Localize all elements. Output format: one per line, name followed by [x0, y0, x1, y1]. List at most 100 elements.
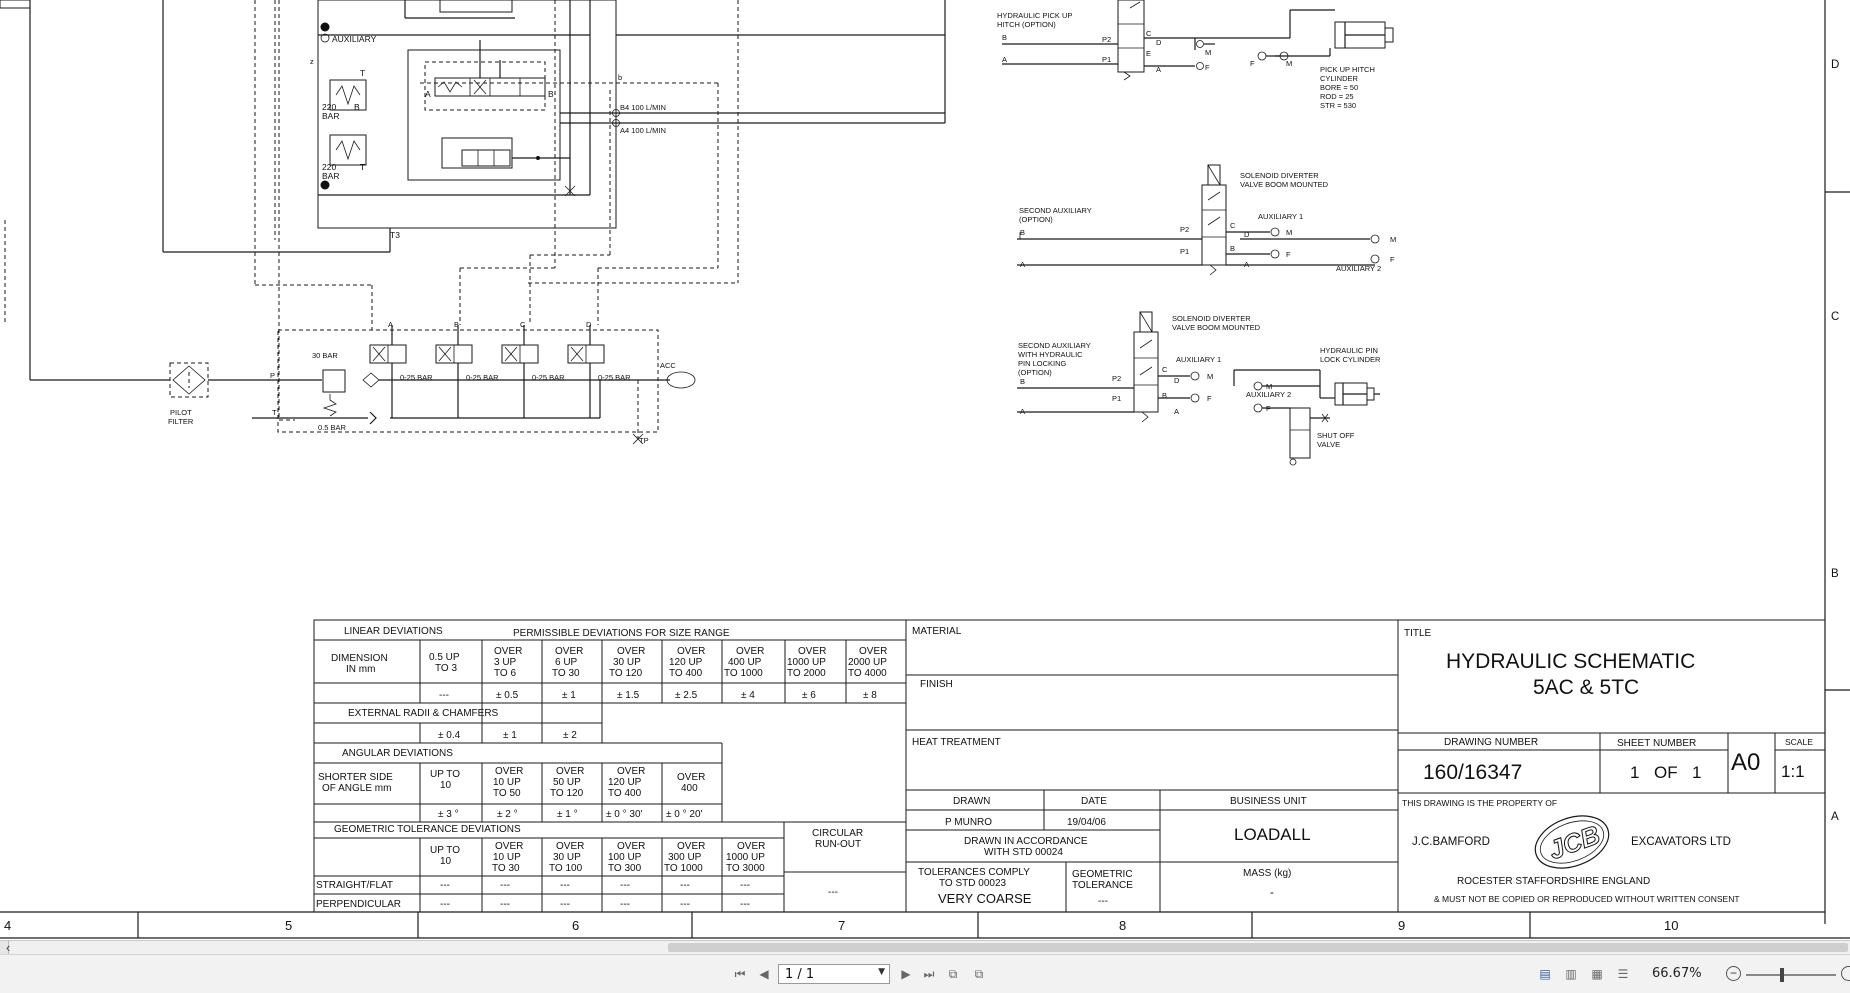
zoom-out-icon[interactable]: − [1726, 966, 1741, 981]
svg-text:J.C.BAMFORD: J.C.BAMFORD [1412, 836, 1490, 848]
svg-text:FILTER: FILTER [168, 417, 194, 426]
svg-text:B: B [354, 102, 360, 112]
continuous-view-icon[interactable]: ▥ [1565, 967, 1577, 981]
svg-text:PERMISSIBLE DEVIATIONS FOR SIZ: PERMISSIBLE DEVIATIONS FOR SIZE RANGE [513, 628, 730, 639]
svg-text:120 UP: 120 UP [608, 777, 642, 788]
col-8: 8 [1119, 918, 1126, 933]
svg-text:TO 3: TO 3 [435, 663, 457, 674]
svg-text:OVER: OVER [495, 766, 523, 777]
zone-d: D [1831, 59, 1839, 71]
zoom-level[interactable]: 66.67% [1652, 966, 1702, 981]
svg-text:---: --- [740, 880, 750, 891]
svg-text:B: B [548, 89, 554, 99]
svg-text:THIS DRAWING IS THE PROPERTY O: THIS DRAWING IS THE PROPERTY OF [1402, 798, 1557, 808]
svg-text:---: --- [440, 880, 450, 891]
svg-text:± 1 °: ± 1 ° [557, 809, 578, 820]
col-10: 10 [1664, 918, 1678, 933]
svg-text:120 UP: 120 UP [669, 657, 703, 668]
pilot-manifold: PILOT FILTER P T 30 BAR 0.5 BAR ACC TP [30, 329, 696, 445]
page-number-input[interactable]: 1 / 1 ▼ [778, 964, 890, 984]
svg-text:C: C [1230, 221, 1236, 230]
heat-treatment-label: HEAT TREATMENT [912, 737, 1001, 748]
svg-text:100 UP: 100 UP [608, 852, 642, 863]
chevron-down-icon[interactable]: ▼ [878, 967, 885, 977]
svg-text:HYDRAULIC PICK UP: HYDRAULIC PICK UP [997, 11, 1072, 20]
svg-text:± 0.4: ± 0.4 [438, 730, 461, 741]
svg-text:TO 30: TO 30 [492, 863, 520, 874]
previous-view-icon[interactable]: ⧉ [948, 966, 958, 981]
svg-text:2000 UP: 2000 UP [848, 657, 887, 668]
scroll-corner [0, 941, 9, 954]
svg-text:UP TO: UP TO [430, 845, 460, 856]
svg-text:DRAWN: DRAWN [953, 796, 990, 807]
svg-text:M: M [1390, 235, 1396, 244]
first-page-icon[interactable]: ⏮ [734, 966, 746, 981]
svg-text:& MUST NOT BE COPIED OR REPROD: & MUST NOT BE COPIED OR REPRODUCED WITHO… [1434, 894, 1740, 904]
svg-text:SCALE: SCALE [1785, 737, 1813, 747]
svg-text:BUSINESS UNIT: BUSINESS UNIT [1230, 796, 1307, 807]
scroll-left-arrow-icon[interactable]: ‹ [6, 940, 11, 955]
svg-text:10: 10 [440, 856, 452, 867]
svg-text:400 UP: 400 UP [728, 657, 762, 668]
title-block: MATERIAL FINISH HEAT TREATMENT DRAWN DAT… [905, 619, 1826, 913]
svg-text:± 0 ° 30': ± 0 ° 30' [606, 809, 643, 820]
svg-text:STRAIGHT/FLAT: STRAIGHT/FLAT [316, 880, 393, 891]
svg-text:(OPTION): (OPTION) [1018, 368, 1052, 377]
svg-text:TITLE: TITLE [1404, 628, 1432, 639]
last-page-icon[interactable]: ⏭ [923, 966, 935, 981]
svg-text:± 2.5: ± 2.5 [675, 690, 698, 701]
svg-text:P2: P2 [1180, 225, 1189, 234]
svg-text:0.5 BAR: 0.5 BAR [318, 423, 347, 432]
next-page-icon[interactable]: ▶ [901, 967, 911, 981]
svg-text:M: M [1207, 372, 1213, 381]
svg-text:z: z [310, 57, 314, 66]
svg-text:DRAWING NUMBER: DRAWING NUMBER [1444, 737, 1538, 748]
svg-text:MASS (kg): MASS (kg) [1243, 868, 1291, 879]
svg-text:± 1.5: ± 1.5 [617, 690, 640, 701]
pickup-hitch-circuit: HYDRAULIC PICK UP HITCH (OPTION) B A P2 … [997, 0, 1394, 110]
horizontal-scrollbar[interactable]: ‹ [0, 940, 1850, 955]
svg-text:CIRCULAR: CIRCULAR [812, 828, 863, 839]
svg-text:SHORTER SIDE: SHORTER SIDE [318, 772, 393, 783]
svg-text:DIMENSION: DIMENSION [331, 653, 388, 664]
svg-text:B4 100 L/MIN: B4 100 L/MIN [620, 103, 666, 112]
svg-text:JCB: JCB [1545, 819, 1604, 865]
svg-text:T: T [272, 408, 277, 417]
single-page-view-icon[interactable]: ▤ [1539, 967, 1551, 981]
svg-text:OVER: OVER [859, 646, 887, 657]
svg-text:P1: P1 [1112, 394, 1121, 403]
svg-text:TO 6: TO 6 [494, 668, 516, 679]
svg-text:OVER: OVER [556, 766, 584, 777]
svg-text:6 UP: 6 UP [555, 657, 578, 668]
svg-text:TO 120: TO 120 [550, 788, 584, 799]
svg-text:P1: P1 [1102, 55, 1111, 64]
svg-text:SECOND AUXILIARY: SECOND AUXILIARY [1019, 206, 1092, 215]
svg-text:50 UP: 50 UP [553, 777, 581, 788]
zoom-slider[interactable] [1746, 968, 1836, 982]
svg-text:BORE = 50: BORE = 50 [1320, 83, 1358, 92]
svg-text:BAR: BAR [322, 111, 339, 121]
svg-text:TO 3000: TO 3000 [726, 863, 765, 874]
svg-text:± 0 ° 20': ± 0 ° 20' [666, 809, 703, 820]
drawing-subtitle: 5AC & 5TC [1533, 676, 1639, 699]
svg-text:TO 400: TO 400 [608, 788, 642, 799]
col-7: 7 [838, 918, 845, 933]
svg-text:AUXILIARY 1: AUXILIARY 1 [1176, 355, 1221, 364]
svg-text:A: A [1002, 55, 1007, 64]
scroll-thumb[interactable] [668, 943, 1848, 952]
svg-text:TO 30: TO 30 [552, 668, 580, 679]
scale-value: 1:1 [1781, 762, 1805, 781]
previous-page-icon[interactable]: ◀ [759, 967, 769, 981]
next-view-icon[interactable]: ⧉ [974, 966, 984, 981]
svg-text:10 UP: 10 UP [493, 852, 521, 863]
zoom-in-icon[interactable] [1841, 966, 1850, 981]
two-page-view-icon[interactable]: ▦ [1591, 967, 1603, 981]
svg-text:b: b [618, 73, 622, 82]
zoom-slider-handle[interactable] [1780, 968, 1784, 982]
svg-text:0.5 UP: 0.5 UP [429, 652, 460, 663]
svg-text:DATE: DATE [1081, 796, 1107, 807]
svg-text:CYLINDER: CYLINDER [1320, 74, 1359, 83]
two-page-continuous-icon[interactable]: ☰ [1617, 967, 1629, 981]
pilot-col-a: A [388, 320, 393, 329]
